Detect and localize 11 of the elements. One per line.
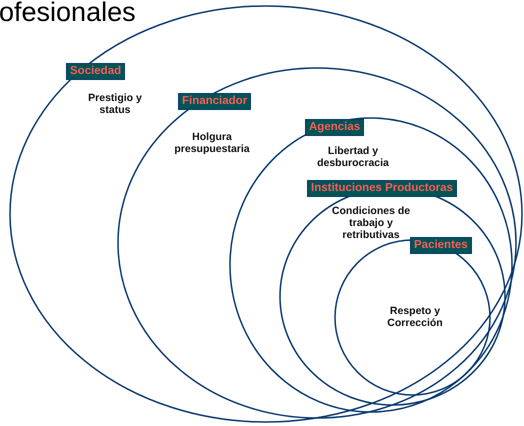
group-label: Agencias: [305, 119, 364, 136]
description-text: Holgura presupuestaria: [173, 131, 251, 155]
group-label: Instituciones Productoras: [307, 180, 457, 197]
title: ofesionales: [0, 0, 136, 28]
description-text: Libertad y desburocracia: [316, 145, 390, 169]
group-label: Financiador: [178, 93, 252, 110]
group-label: Pacientes: [410, 237, 472, 254]
description-text: Respeto y Corrección: [386, 305, 444, 329]
description-text: Condiciones de trabajo y retributivas: [330, 205, 412, 241]
group-label: Sociedad: [66, 63, 126, 80]
description-text: Prestigio y status: [87, 92, 143, 116]
